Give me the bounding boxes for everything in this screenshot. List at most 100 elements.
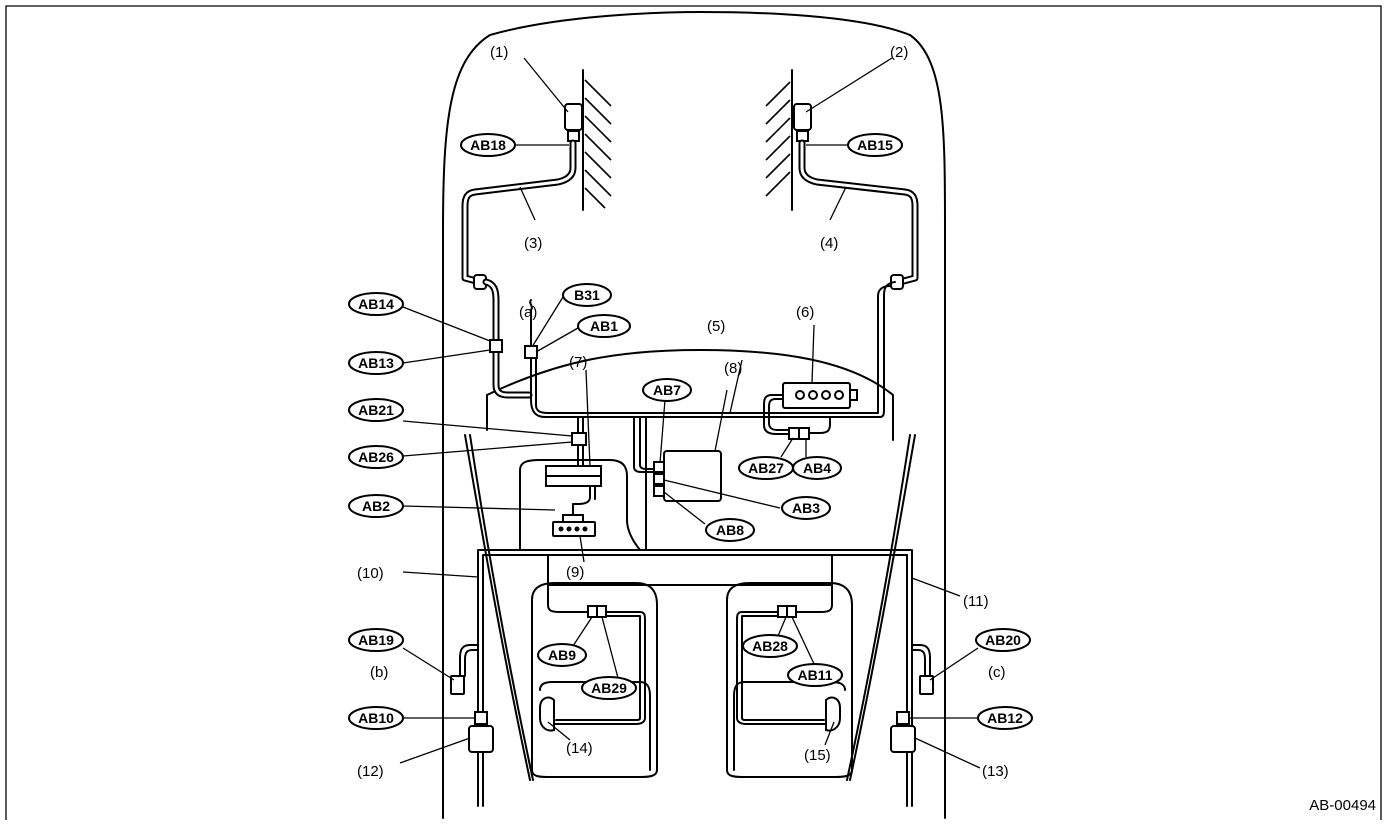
side-unit-c — [919, 675, 934, 695]
seat-harness-right — [795, 584, 833, 613]
connector-ab26: AB26 — [348, 445, 404, 469]
svg-text:AB10: AB10 — [358, 710, 394, 726]
connector-ab14: AB14 — [348, 292, 404, 316]
dashboard-outline — [486, 349, 894, 441]
connector-ab27: AB27 — [738, 456, 794, 480]
svg-text:AB11: AB11 — [797, 667, 832, 683]
b31-ab1-connector-body — [524, 345, 538, 359]
unit-9-connector — [552, 521, 596, 537]
right-front-pillar — [765, 69, 793, 211]
connector-ab19: AB19 — [348, 628, 404, 652]
callout-12: (12) — [357, 763, 384, 780]
connector-ab10: AB10 — [348, 706, 404, 730]
connector-ab15: AB15 — [847, 133, 903, 157]
callout-15: (15) — [804, 747, 831, 764]
connector-ab13: AB13 — [348, 351, 404, 375]
left-front-pillar — [582, 69, 612, 211]
callout-1: (1) — [490, 44, 508, 61]
connector-ab28: AB28 — [742, 634, 798, 658]
svg-text:AB29: AB29 — [591, 680, 627, 696]
connector-ab21: AB21 — [348, 398, 404, 422]
harness-4-right-front — [798, 139, 919, 286]
connector-ab1: AB1 — [577, 314, 631, 338]
callout-5: (5) — [707, 318, 725, 335]
callout-c: (c) — [988, 664, 1006, 681]
svg-text:AB2: AB2 — [362, 498, 390, 514]
ab7-connector-body — [653, 461, 665, 473]
left-door-line — [464, 434, 531, 781]
rear-sensor-13 — [890, 725, 916, 753]
ab21-ab26-connector-body — [571, 432, 587, 446]
buckle-15 — [825, 696, 841, 732]
front-sensor-right-connector — [796, 130, 809, 142]
connector-ab2: AB2 — [348, 494, 404, 518]
control-module-5 — [663, 450, 722, 502]
harness-to-ab27 — [763, 394, 791, 435]
front-sensor-left-connector — [567, 130, 580, 142]
connector-ab11: AB11 — [787, 663, 843, 687]
center-console — [519, 459, 641, 551]
svg-text:AB20: AB20 — [985, 632, 1021, 648]
callout-4: (4) — [820, 235, 838, 252]
right-door-line — [849, 434, 916, 781]
callout-10: (10) — [357, 565, 384, 582]
svg-text:AB19: AB19 — [358, 632, 394, 648]
svg-text:AB7: AB7 — [653, 382, 681, 398]
svg-text:AB1: AB1 — [590, 318, 618, 334]
connector-ab18: AB18 — [460, 133, 516, 157]
front-sensor-left — [564, 103, 583, 131]
leader-lines — [399, 57, 981, 769]
connector-b31: B31 — [562, 283, 612, 307]
svg-text:AB8: AB8 — [716, 522, 744, 538]
harness-3-left-front — [461, 139, 577, 286]
connector-ab9: AB9 — [537, 643, 587, 667]
harness-to-b — [459, 644, 479, 677]
rear-seat-left — [531, 582, 658, 778]
unit-6-tab — [849, 389, 858, 401]
callout-11: (11) — [963, 593, 989, 610]
ab3-connector-body — [653, 473, 665, 485]
connector-ab7: AB7 — [642, 378, 692, 402]
callout-a: (a) — [519, 304, 537, 321]
svg-text:AB18: AB18 — [470, 137, 506, 153]
svg-text:AB28: AB28 — [752, 638, 788, 654]
lead-a — [529, 299, 533, 346]
svg-text:AB15: AB15 — [857, 137, 893, 153]
callout-3: (3) — [524, 235, 542, 252]
rear-sensor-12 — [468, 725, 494, 753]
connector-ab12: AB12 — [977, 706, 1033, 730]
connector-ab3: AB3 — [781, 496, 831, 520]
ab4-connector-body — [798, 427, 810, 440]
ab14-ab13-connector-body — [489, 339, 503, 353]
svg-text:AB9: AB9 — [548, 647, 576, 663]
callout-8: (8) — [724, 360, 742, 377]
rear-seat-right — [726, 582, 853, 778]
connector-ab4: AB4 — [792, 456, 842, 480]
harness-lower-loop — [547, 554, 833, 586]
callout-7: (7) — [569, 354, 587, 371]
svg-text:AB27: AB27 — [748, 460, 784, 476]
svg-text:B31: B31 — [574, 287, 600, 303]
frame-border — [5, 5, 1382, 820]
callout-b: (b) — [370, 664, 388, 681]
harness-left-to-ab14 — [482, 278, 533, 399]
harness-to-c — [911, 644, 931, 677]
callout-2: (2) — [890, 44, 908, 61]
harness-11-right — [645, 549, 913, 807]
svg-text:AB26: AB26 — [358, 449, 394, 465]
front-sensor-right — [793, 103, 812, 131]
callout-9: (9) — [566, 564, 584, 581]
ab12-connector-body — [896, 711, 910, 725]
svg-text:AB12: AB12 — [987, 710, 1023, 726]
seat-harness-left — [547, 584, 589, 613]
connector-ab8: AB8 — [705, 518, 755, 542]
connector-ab29: AB29 — [581, 676, 637, 700]
ab8-connector-body — [653, 485, 665, 497]
svg-text:AB13: AB13 — [358, 355, 394, 371]
svg-text:AB4: AB4 — [803, 460, 831, 476]
side-unit-b — [450, 675, 465, 695]
buckle-14 — [539, 696, 555, 732]
callout-6: (6) — [796, 304, 814, 321]
